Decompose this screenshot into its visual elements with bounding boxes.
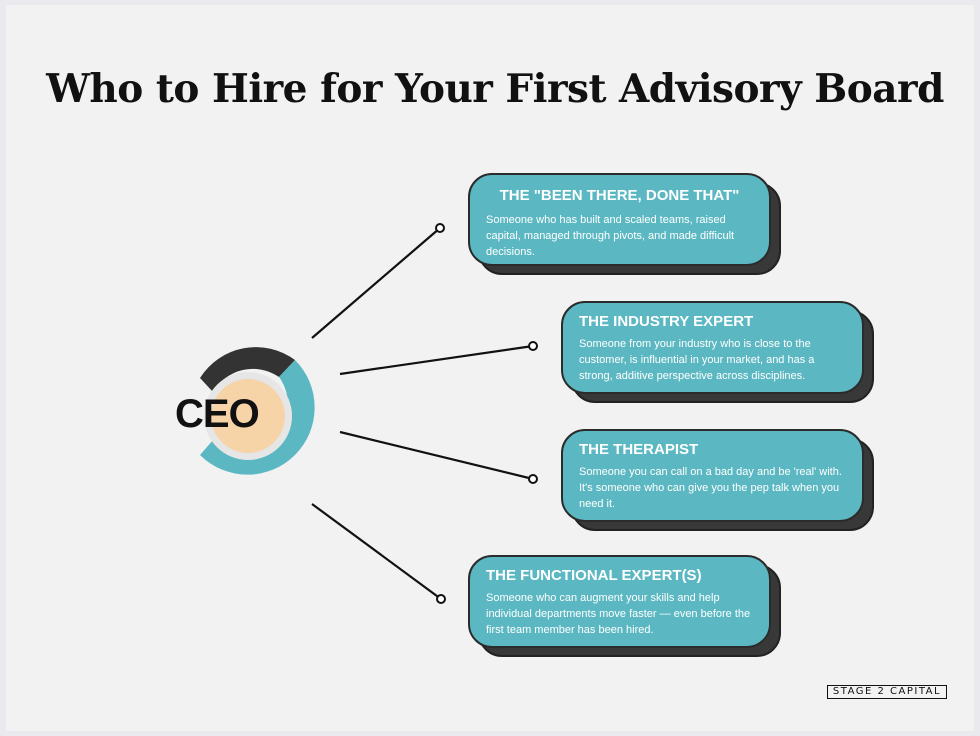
connector-dot-1 (435, 223, 445, 233)
connector-dot-4 (436, 594, 446, 604)
card-description: Someone who can augment your skills and … (486, 592, 751, 636)
advisor-card-been-there: THE "BEEN THERE, DONE THAT" Someone who … (468, 173, 781, 275)
card-description: Someone from your industry who is close … (579, 338, 815, 382)
advisor-card-therapist: THE THERAPIST Someone you can call on a … (561, 429, 874, 531)
card-face: THE "BEEN THERE, DONE THAT" Someone who … (468, 173, 771, 266)
card-description: Someone who has built and scaled teams, … (486, 214, 735, 258)
page-title: Who to Hire for Your First Advisory Boar… (46, 66, 944, 112)
advisor-card-industry-expert: THE INDUSTRY EXPERT Someone from your in… (561, 301, 874, 403)
advisor-card-functional-expert: THE FUNCTIONAL EXPERT(S) Someone who can… (468, 555, 781, 657)
ceo-label: CEO (175, 392, 260, 436)
ceo-wheel (200, 347, 315, 475)
card-face: THE THERAPIST Someone you can call on a … (561, 429, 864, 522)
connector-dot-2 (528, 341, 538, 351)
wheel-teal-arc (200, 360, 315, 475)
connector-dot-3 (528, 474, 538, 484)
card-heading: THE FUNCTIONAL EXPERT(S) (486, 567, 702, 584)
card-face: THE INDUSTRY EXPERT Someone from your in… (561, 301, 864, 394)
card-heading: THE THERAPIST (579, 441, 699, 458)
card-face: THE FUNCTIONAL EXPERT(S) Someone who can… (468, 555, 771, 648)
wheel-core (211, 379, 285, 453)
connector-line-3 (339, 430, 534, 481)
card-heading: THE INDUSTRY EXPERT (579, 313, 754, 330)
connector-line-4 (311, 503, 442, 600)
connector-line-2 (339, 344, 534, 376)
brand-logo: STAGE 2 CAPITAL (827, 685, 947, 699)
card-heading: THE "BEEN THERE, DONE THAT" (499, 187, 740, 204)
card-description: Someone you can call on a bad day and be… (579, 466, 842, 510)
wheel-dark-arc (200, 347, 295, 392)
connector-line-1 (311, 227, 441, 339)
